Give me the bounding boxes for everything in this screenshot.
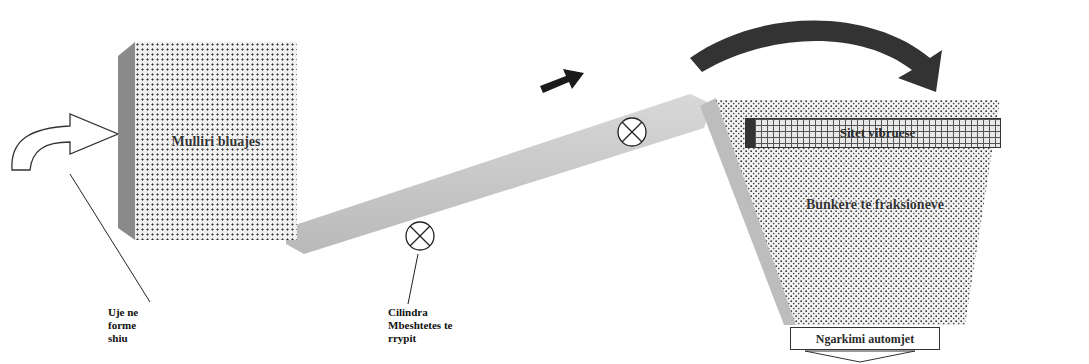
outflow-arrow	[805, 351, 915, 362]
vibrating-sieve: Sitet vibruese	[745, 118, 1001, 148]
support-roller	[406, 222, 434, 250]
leader-line	[408, 254, 418, 304]
direction-arrow	[540, 69, 584, 93]
transfer-arrow	[690, 21, 942, 93]
water-arrow	[12, 114, 118, 170]
callout-label: Cilindra Mbeshtetes te rrypit	[388, 306, 480, 345]
node-text: Sitet vibruese	[755, 125, 1000, 141]
mill-side-face	[118, 42, 135, 240]
bunker: Bunkere te fraksioneve Sitet vibruese	[700, 100, 1000, 325]
node-text: Mulliri bluajes	[135, 133, 297, 150]
node-text: Bunkere te fraksioneve	[770, 196, 980, 213]
bunker-shape	[716, 100, 1000, 325]
mill-box: Mulliri bluajes	[135, 42, 297, 240]
conveyor-belt	[286, 94, 712, 254]
support-roller	[618, 118, 646, 146]
note-label: Uje ne forme shiu	[108, 306, 158, 345]
node-text: Ngarkimi automjet	[791, 331, 939, 346]
loading-box: Ngarkimi automjet	[790, 327, 940, 350]
